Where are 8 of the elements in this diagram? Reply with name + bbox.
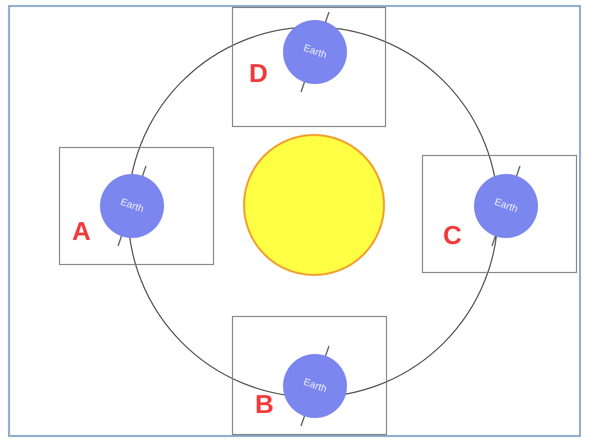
frame-box [232, 7, 386, 127]
frame-box [232, 316, 387, 435]
position-letter: D [249, 60, 268, 86]
position-letter: C [443, 222, 462, 248]
position-letter: A [72, 218, 91, 244]
frame-box [422, 155, 577, 273]
frame-box [59, 147, 214, 265]
position-letter: B [255, 391, 274, 417]
